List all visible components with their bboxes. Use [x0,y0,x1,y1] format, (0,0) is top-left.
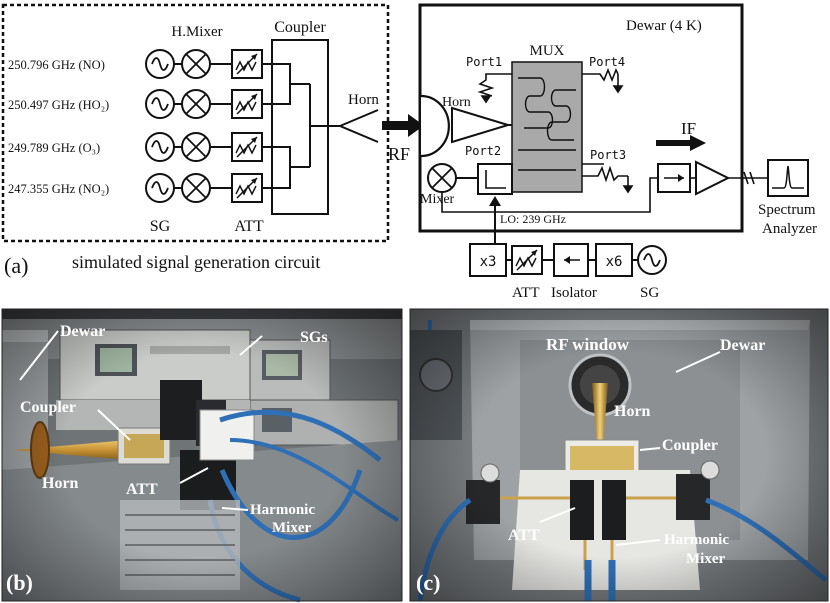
photo-b-sgs-label: SGs [300,329,328,346]
sg-source-icon [145,173,175,203]
isolator-arrow-icon [564,256,570,264]
lo-arrow-icon [489,196,501,206]
coupler-label: Coupler [274,19,326,36]
dewar-horn-icon [451,106,512,144]
photo-b-coupler-label: Coupler [20,399,76,416]
sg-source-icon [145,49,175,79]
rf-window-icon [420,94,450,158]
if-amplifier-icon [695,160,731,196]
dewar-horn-label: Horn [442,95,471,110]
circuit-row-4: 247.355 GHz (NO₂) [8,173,263,203]
photo-b-att-label: ATT [126,481,158,498]
lo-label: LO: 239 GHz [500,212,566,226]
mux-filter-icon [518,77,576,171]
mux-label: MUX [529,43,564,59]
spectrum-label-1: Spectrum [758,202,816,218]
photo-b-dewar-label: Dewar [60,323,105,340]
spectrum-label-2: Analyzer [762,221,817,237]
port4-label: Port4 [589,55,625,69]
mixer-icon [181,89,211,119]
mux-block [511,61,583,193]
lo-att-label: ATT [512,285,540,301]
circuit-row-3: 249.789 GHz (O₃) [8,132,263,162]
mixer-icon [181,173,211,203]
photo-c-harmonic-label-1: Harmonic [664,532,729,548]
freq-label-3: 249.789 GHz (O₃) [8,141,100,155]
att-label: ATT [234,218,264,235]
photo-c-horn-label: Horn [614,403,651,420]
photo-b-harmonic-label-2: Mixer [272,520,311,536]
panel-b-label: (b) [6,570,33,595]
rf-arrow-icon [382,114,424,137]
dewar-title: Dewar (4 K) [626,18,702,34]
photo-c-harmonic-label-2: Mixer [686,551,725,567]
port1-termination-icon [477,73,512,104]
photo-c-coupler-label: Coupler [662,437,718,454]
rf-label: RF [388,144,410,164]
circuit-row-2: 250.497 GHz (HO₂) [8,89,263,119]
if-label: IF [681,119,696,138]
horn-icon [339,109,379,143]
sg-label: SG [150,218,171,235]
coupler-network [262,39,340,215]
circuit-row-1: 250.796 GHz (NO) [8,49,263,79]
port3-termination-icon [582,165,634,194]
port2-label: Port2 [465,144,501,158]
x3-label: x3 [480,254,497,270]
attenuator-icon [231,173,263,203]
photo-c-rf-window-label: RF window [546,335,630,354]
attenuator-icon [231,49,263,79]
lo-sg-icon [637,245,667,275]
port1-label: Port1 [466,55,502,69]
sg-source-icon [145,132,175,162]
lo-sg-label: SG [640,285,659,301]
mixer-icon [181,132,211,162]
x6-label: x6 [606,254,623,270]
photo-b: Dewar SGs Coupler Horn ATT Harmonic Mixe… [1,308,403,603]
mixer-label: Mixer [420,192,455,207]
port3-label: Port3 [590,148,626,162]
mixer-icon [181,49,211,79]
photo-b-horn-label: Horn [42,475,79,492]
dewar-box [418,3,744,233]
attenuator-icon [231,132,263,162]
horn-label: Horn [348,92,379,108]
port4-termination-icon [582,67,624,94]
if-line [441,177,658,213]
panel-a-label: (a) [4,253,28,278]
attenuator-icon [231,89,263,119]
lo-attenuator-icon [511,245,543,275]
sg-source-icon [145,89,175,119]
freq-label-1: 250.796 GHz (NO) [8,58,105,72]
photo-c-dewar-label: Dewar [720,337,765,354]
hmixer-label: H.Mixer [171,24,222,40]
freq-label-2: 250.497 GHz (HO₂) [8,98,109,112]
photo-b-harmonic-label-1: Harmonic [250,502,315,518]
circuit-rows: 250.796 GHz (NO) 250.497 GHz (HO₂) 249.7… [8,49,263,203]
circuit-dashed-box [1,3,390,243]
freq-label-4: 247.355 GHz (NO₂) [8,182,109,196]
photo-c-att-label: ATT [508,527,540,544]
x3-multiplier-box [469,243,507,277]
port2-coupler-box [477,163,513,195]
circuit-caption: simulated signal generation circuit [72,252,320,272]
dewar-mixer-icon [427,163,457,193]
spectrum-analyzer-icon [767,159,809,197]
isolator-label: Isolator [551,285,597,301]
panel-c-label: (c) [416,570,440,595]
photo-c: RF window Dewar Horn Coupler ATT Harmoni… [409,308,829,602]
if-arrow-icon [656,135,706,151]
